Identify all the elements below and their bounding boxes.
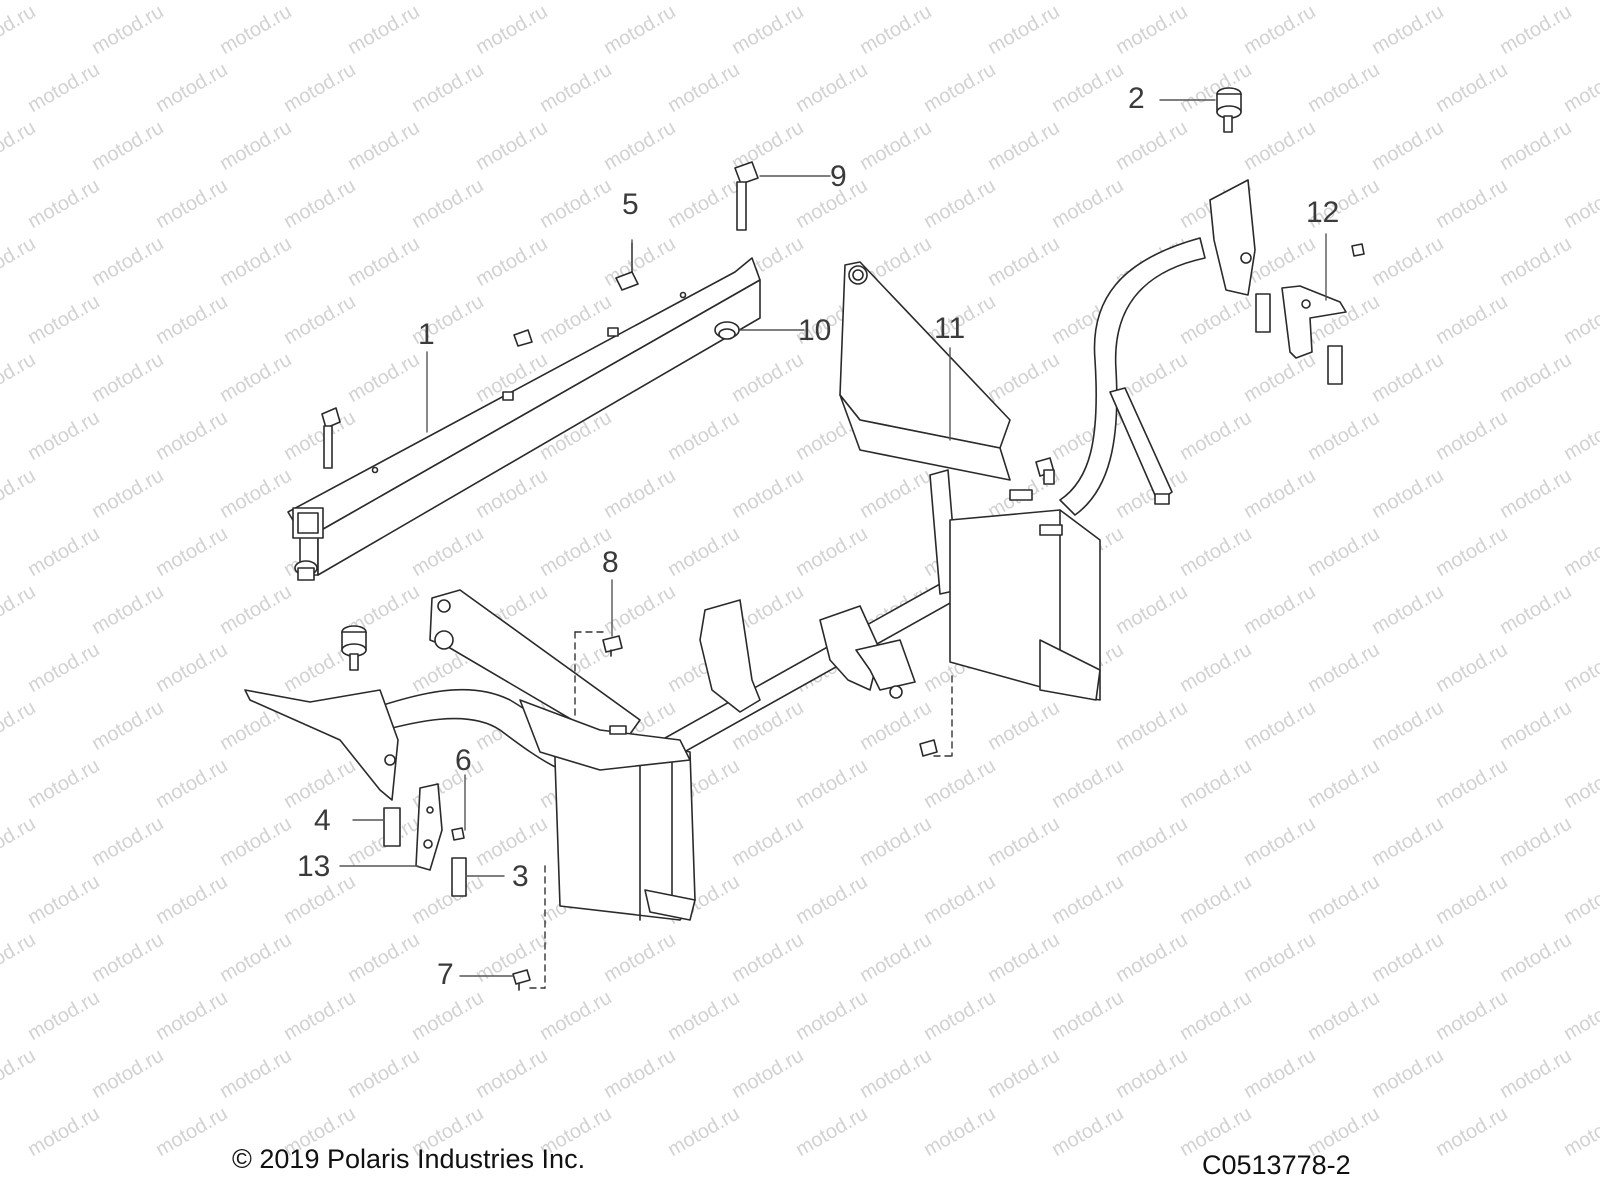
part-8-screw — [602, 635, 623, 657]
part-5-clip-installed — [513, 329, 533, 347]
screw-right-lower — [919, 739, 938, 757]
leader-lines — [339, 99, 1327, 977]
callout-4: 4 — [314, 804, 331, 837]
part-5-clip — [615, 242, 639, 291]
part-4-pad — [383, 807, 401, 847]
part-6-screw — [451, 827, 465, 841]
part-11-dash-frame — [244, 179, 1256, 921]
copyright-text: © 2019 Polaris Industries Inc. — [232, 1144, 586, 1174]
drawing-code: C0513778-2 — [1202, 1150, 1351, 1180]
callout-1: 1 — [418, 318, 435, 351]
part-9-bolt — [734, 161, 759, 231]
part-12-bracket — [1255, 243, 1365, 385]
part-10-nut — [714, 321, 740, 340]
callout-6: 6 — [455, 744, 472, 777]
callout-11: 11 — [934, 312, 966, 345]
callout-8: 8 — [602, 546, 619, 579]
part-13-bracket — [415, 783, 443, 871]
callout-13: 13 — [297, 850, 331, 883]
part-2-bumper-left — [341, 625, 367, 671]
callout-2: 2 — [1128, 82, 1145, 115]
callout-9: 9 — [830, 160, 847, 193]
part-1-cross-tube — [287, 257, 761, 576]
callout-10: 10 — [798, 314, 832, 347]
part-3-pad — [451, 857, 467, 897]
part-1-lower-nut — [294, 560, 318, 581]
callout-3: 3 — [512, 860, 529, 893]
alignment-lines — [529, 631, 953, 989]
callout-12: 12 — [1306, 196, 1340, 229]
part-1-bolt — [321, 407, 341, 469]
part-7-screw — [512, 969, 531, 991]
part-2-bumper — [1216, 87, 1242, 133]
bolt-frame-mid — [1035, 457, 1055, 485]
callout-7: 7 — [437, 958, 454, 991]
callout-5: 5 — [622, 188, 639, 221]
